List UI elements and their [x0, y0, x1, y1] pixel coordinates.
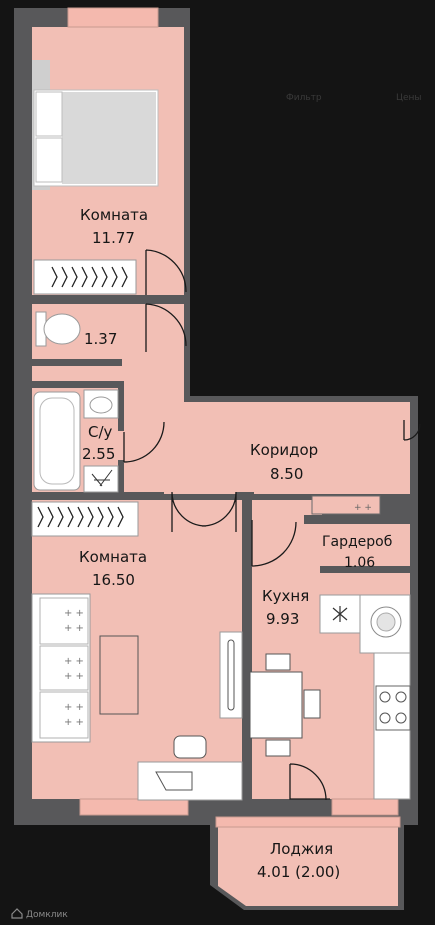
floor-corridor-b [120, 402, 410, 494]
stove-burners [379, 691, 407, 724]
windows [67, 7, 401, 828]
wall-bath-right [118, 381, 124, 431]
bedroom-2-furniture: + + + + + + + + + + + + [31, 501, 243, 801]
desk [137, 761, 243, 801]
watermark-text: Домклик [26, 910, 68, 920]
door-bathroom [123, 421, 165, 463]
wall-wardrobe-top [304, 515, 410, 524]
sofa-cushion-1 [39, 597, 89, 645]
stove [375, 685, 411, 731]
bathroom-fixtures [33, 389, 119, 493]
hangers-room-1 [51, 266, 128, 288]
wall-south [32, 799, 418, 807]
wardrobe-room-2 [31, 501, 139, 537]
wall-wc-bottom [32, 359, 122, 366]
wardrobe-room-1 [33, 259, 137, 295]
office-chair [173, 735, 207, 759]
window-room-2 [79, 798, 189, 816]
svg-text:+ +: + + [64, 671, 84, 682]
pillow-bottom [35, 137, 63, 183]
bed-blanket [62, 92, 156, 184]
door-entrance [403, 420, 421, 441]
corridor-shelf: + + [311, 495, 381, 515]
room-label-wardrobe: Гардероб [322, 534, 392, 550]
svg-text:+ +: + + [64, 656, 84, 667]
room-area-room-2: 16.50 [92, 571, 135, 589]
svg-text:+ +: + + [64, 608, 84, 619]
room-label-room-1: Комната [80, 206, 148, 224]
toilet-bowl [43, 313, 81, 345]
room-area-wc: 1.37 [84, 330, 117, 348]
hangers-room-2 [37, 506, 124, 528]
svg-text:+ +: + + [64, 623, 84, 634]
door-room-2 [171, 491, 237, 532]
bedroom-1-furniture [32, 60, 159, 295]
sink-bowl [89, 396, 113, 414]
room-label-bathroom: С/у [88, 423, 113, 441]
house-icon [11, 908, 23, 919]
dining-chairs [265, 653, 321, 757]
window-kitchen [331, 798, 399, 816]
dining-table [249, 671, 303, 739]
background-text-filter: Фильтр [286, 93, 322, 103]
floor-loggia [218, 827, 398, 906]
washing-machine-mark [91, 469, 113, 487]
coffee-table [99, 635, 139, 715]
sofa-cushion-3 [39, 691, 89, 739]
toilet-fixture [35, 311, 81, 347]
wall-wardrobe-bottom [320, 566, 410, 573]
wall-room1-wc [32, 295, 134, 304]
snowflake-icon [332, 606, 348, 622]
sofa-marks: + + + + + + + + + + + + [64, 608, 84, 728]
window-room-1 [67, 7, 159, 28]
room-labels: Комната 11.77 1.37 С/у 2.55 Коридор 8.50… [79, 206, 392, 881]
room-label-room-2: Комната [79, 548, 147, 566]
washing-machine [83, 465, 119, 493]
room-area-corridor: 8.50 [270, 465, 303, 483]
room-label-corridor: Коридор [250, 441, 318, 459]
sofa-cushion-2 [39, 645, 89, 691]
watermark: Домклик [11, 908, 68, 920]
room-area-loggia: 4.01 (2.00) [257, 863, 340, 881]
door-wc [145, 303, 187, 352]
bathtub-inner [39, 397, 75, 485]
door-loggia [289, 763, 330, 801]
wall-bath-right-low [118, 460, 124, 500]
wall-room2-kitchen [242, 492, 252, 802]
wall-bath-top [32, 381, 124, 388]
kitchen-sink-inner [376, 612, 396, 632]
pillow-top [35, 91, 63, 137]
tv [227, 639, 235, 711]
svg-text:+ +: + + [64, 702, 84, 713]
shelf [311, 495, 381, 515]
door-kitchen [251, 520, 297, 567]
room-label-kitchen: Кухня [262, 587, 309, 605]
kitchen-furniture [249, 594, 411, 800]
doors [123, 249, 421, 801]
room-area-room-1: 11.77 [92, 229, 135, 247]
window-loggia [215, 816, 401, 828]
laptop [155, 771, 193, 791]
room-label-loggia: Лоджия [270, 840, 333, 858]
background-text-prices: Цены [396, 93, 422, 103]
wall-room2-top [32, 492, 164, 500]
interior-walls [32, 295, 418, 807]
room-area-bathroom: 2.55 [82, 445, 115, 463]
door-room-1 [145, 249, 187, 295]
svg-text:+ +: + + [64, 717, 84, 728]
room-area-wardrobe: 1.06 [344, 555, 375, 571]
floor-corridor-a [120, 362, 184, 402]
shelf-mark: + + [354, 503, 372, 513]
room-area-kitchen: 9.93 [266, 610, 299, 628]
